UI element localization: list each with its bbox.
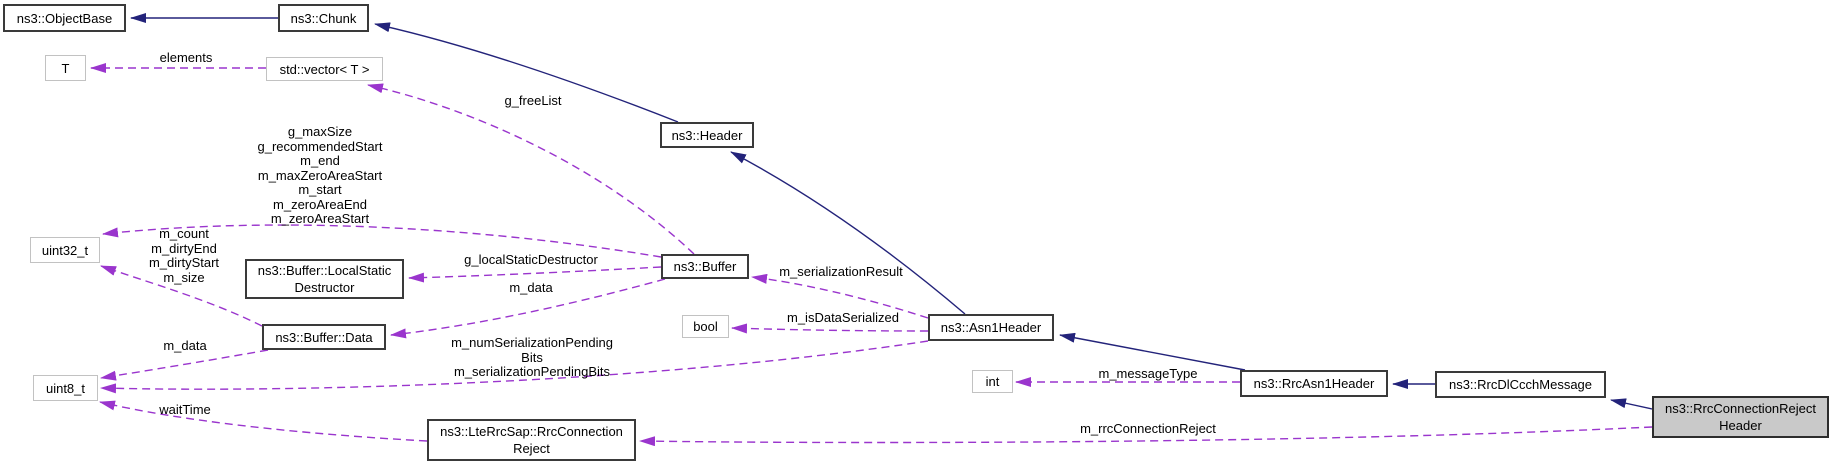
edge-label-bufferdata-m-data: m_data xyxy=(163,338,207,353)
edge-label-m-rrcconnectionreject: m_rrcConnectionReject xyxy=(1080,421,1216,436)
node-t: T xyxy=(45,55,86,81)
node-int: int xyxy=(972,370,1013,393)
edge-target-to-ltesap xyxy=(639,426,1653,447)
edge-label-m-isdataserialized: m_isDataSerialized xyxy=(787,310,899,325)
node-ns3-rrcasn1header[interactable]: ns3::RrcAsn1Header xyxy=(1240,370,1388,397)
edge-label-buffer-m-data: m_data xyxy=(509,280,553,295)
node-std-vector: std::vector< T > xyxy=(266,57,383,81)
edge-label-elements: elements xyxy=(159,50,213,65)
node-uint32-t: uint32_t xyxy=(30,237,100,263)
node-ns3-lterrcsap-rrcconnectionreject[interactable]: ns3::LteRrcSap::RrcConnection Reject xyxy=(427,419,636,461)
node-ns3-chunk[interactable]: ns3::Chunk xyxy=(278,4,369,32)
edge-asn1-to-header xyxy=(730,151,966,315)
edge-buffer-to-vector xyxy=(367,83,695,255)
edge-asn1-to-uint8 xyxy=(100,340,929,394)
edge-rrcasn1-to-asn1 xyxy=(1059,332,1246,371)
edge-label-buffer-members: g_maxSize g_recommendedStart m_end m_max… xyxy=(257,124,383,226)
edge-bufferdata-to-uint32 xyxy=(100,265,263,327)
edge-buffer-to-bufferdata xyxy=(390,278,666,339)
edge-label-m-serializationresult: m_serializationResult xyxy=(779,264,903,279)
edge-label-g-localstaticdestructor: g_localStaticDestructor xyxy=(464,252,598,267)
edge-header-to-chunk xyxy=(374,22,679,123)
edge-target-to-dlccch xyxy=(1610,398,1653,410)
edge-label-waittime: waitTime xyxy=(159,402,211,417)
node-ns3-rrcdlccchmessage[interactable]: ns3::RrcDlCcchMessage xyxy=(1435,371,1606,398)
edge-label-m-messagetype: m_messageType xyxy=(1098,366,1198,381)
edge-label-serialization-pending-bits: m_numSerializationPending Bits m_seriali… xyxy=(451,335,613,379)
node-uint8-t: uint8_t xyxy=(33,375,98,401)
node-ns3-asn1header[interactable]: ns3::Asn1Header xyxy=(928,314,1054,341)
edge-buffer-to-uint32 xyxy=(102,224,662,258)
edge-label-g-freelist: g_freeList xyxy=(504,93,562,108)
node-ns3-header[interactable]: ns3::Header xyxy=(660,122,754,148)
node-bool: bool xyxy=(682,315,729,338)
node-ns3-buffer-data[interactable]: ns3::Buffer::Data xyxy=(262,324,386,350)
edge-label-bufferdata-members: m_count m_dirtyEnd m_dirtyStart m_size xyxy=(148,226,220,285)
node-ns3-rrcconnectionrejectheader: ns3::RrcConnectionReject Header xyxy=(1652,396,1829,438)
edge-bufferdata-to-uint8 xyxy=(100,349,269,381)
edge-asn1-to-bool xyxy=(731,323,929,334)
node-ns3-buffer[interactable]: ns3::Buffer xyxy=(661,254,749,279)
node-ns3-objectbase[interactable]: ns3::ObjectBase xyxy=(3,4,126,32)
node-ns3-buffer-localstaticdestructor[interactable]: ns3::Buffer::LocalStatic Destructor xyxy=(245,259,404,299)
edge-asn1-to-buffer xyxy=(751,273,929,319)
edge-buffer-to-lsd xyxy=(408,266,662,283)
